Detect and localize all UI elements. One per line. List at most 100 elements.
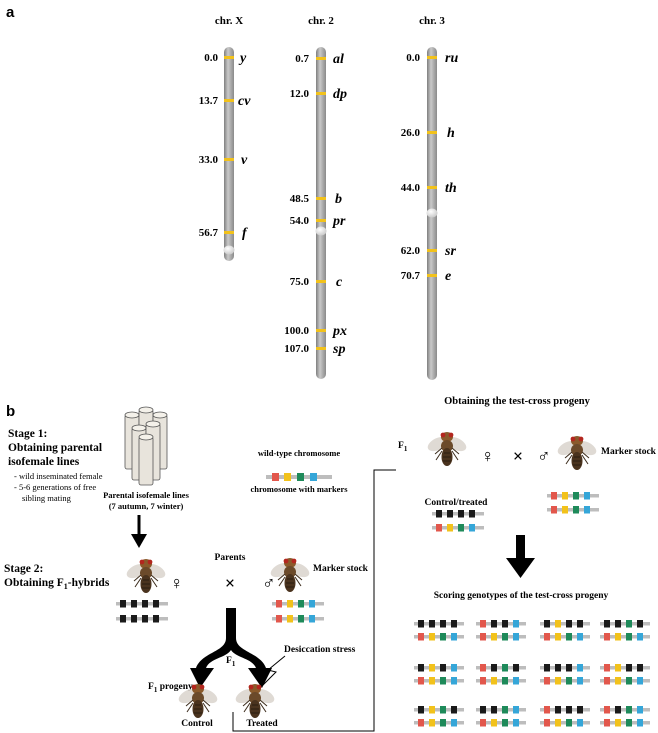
progeny-locus: [544, 677, 550, 685]
progeny-chromosome: [600, 666, 650, 670]
centromere: [315, 226, 327, 236]
arrow-head: [131, 534, 147, 548]
marker-position: 0.7: [295, 53, 309, 65]
gene-label: sr: [444, 244, 456, 259]
progeny-locus: [566, 664, 572, 672]
progeny-chromosome: [540, 721, 590, 725]
progeny-locus: [615, 677, 621, 685]
progeny-locus: [555, 664, 561, 672]
stage-2-title: Obtaining F1-hybrids: [4, 577, 110, 591]
centromere: [223, 245, 235, 255]
progeny-locus: [440, 620, 446, 628]
progeny-locus: [555, 633, 561, 641]
progeny-locus: [513, 719, 519, 727]
progeny-locus: [451, 620, 457, 628]
progeny-locus: [577, 664, 583, 672]
scoring-title: Scoring genotypes of the test-cross prog…: [434, 591, 609, 601]
progeny-locus: [480, 719, 486, 727]
gene-label: ru: [445, 51, 458, 66]
cross-symbol: ×: [225, 573, 235, 593]
marker-position: 0.0: [204, 52, 218, 64]
progeny-chromosome: [600, 721, 650, 725]
marker-band: [316, 280, 326, 283]
progeny-chromosome: [414, 635, 464, 639]
progeny-locus: [491, 677, 497, 685]
connector-line: [232, 469, 396, 732]
progeny-locus: [440, 633, 446, 641]
chromosome-bar: [224, 47, 234, 261]
progeny-chromosome: [476, 635, 526, 639]
progeny-locus: [604, 620, 610, 628]
marker-band: [224, 158, 234, 161]
progeny-locus: [513, 620, 519, 628]
progeny-locus: [615, 706, 621, 714]
female-fly-icon: [123, 558, 169, 594]
progeny-locus: [626, 620, 632, 628]
progeny-locus: [440, 677, 446, 685]
legend-wild-label: wild-type chromosome: [258, 448, 340, 458]
progeny-locus: [544, 633, 550, 641]
progeny-locus: [577, 677, 583, 685]
marker-band: [427, 56, 437, 59]
progeny-locus: [566, 633, 572, 641]
marker-band: [316, 57, 326, 60]
control-treated-label: Control/treated: [425, 498, 489, 508]
progeny-chromosome: [476, 622, 526, 626]
progeny-locus: [429, 677, 435, 685]
progeny-locus: [577, 706, 583, 714]
marker-band: [224, 56, 234, 59]
progeny-locus: [480, 664, 486, 672]
marker-position: 62.0: [401, 245, 421, 257]
progeny-locus: [637, 719, 643, 727]
marker-position: 56.7: [199, 227, 219, 239]
control-label: Control: [181, 719, 213, 729]
progeny-chromosome: [414, 721, 464, 725]
marker-position: 44.0: [401, 182, 421, 194]
female-symbol-right: ♀: [481, 446, 495, 466]
chr-title: chr. X: [215, 15, 243, 27]
marker-position: 26.0: [401, 127, 421, 139]
chromosome-2: chr. 2 0.7 12.0 48.5 54.0 75.0 100.0 107…: [284, 15, 347, 379]
marker-stock-right-label: Marker stock: [601, 447, 657, 457]
progeny-chromosome: [540, 635, 590, 639]
progeny-locus: [429, 633, 435, 641]
progeny-locus: [429, 664, 435, 672]
stage-1-bullet: - 5-6 generations of free: [14, 482, 96, 492]
marker-band: [316, 347, 326, 350]
progeny-locus: [615, 633, 621, 641]
progeny-locus: [604, 677, 610, 685]
panel-b-letter: b: [6, 403, 15, 420]
progeny-locus: [566, 677, 572, 685]
parental-lines-count: (7 autumn, 7 winter): [109, 501, 184, 511]
progeny-locus: [604, 633, 610, 641]
progeny-locus: [418, 719, 424, 727]
marker-band: [316, 197, 326, 200]
gene-label: h: [447, 126, 455, 141]
progeny-locus: [451, 677, 457, 685]
big-arrow-shaft: [516, 535, 525, 561]
f1-arrow-label: F1: [226, 656, 236, 668]
marker-position: 13.7: [199, 95, 219, 107]
lightning-icon: [261, 655, 286, 687]
progeny-locus: [418, 664, 424, 672]
progeny-chromosome: [600, 708, 650, 712]
gene-label: c: [336, 275, 343, 290]
progeny-locus: [555, 706, 561, 714]
progeny-locus: [555, 677, 561, 685]
progeny-locus: [637, 620, 643, 628]
progeny-locus: [615, 664, 621, 672]
treated-label: Treated: [246, 719, 278, 729]
gene-label: th: [445, 181, 457, 196]
progeny-locus: [566, 706, 572, 714]
stage-1-title-cont: isofemale lines: [8, 456, 80, 468]
panel-a-letter: a: [6, 4, 15, 21]
progeny-locus: [418, 706, 424, 714]
progeny-locus: [491, 664, 497, 672]
stage-1-title: Obtaining parental: [8, 442, 102, 454]
progeny-locus: [615, 620, 621, 628]
progeny-locus: [604, 664, 610, 672]
progeny-locus: [555, 620, 561, 628]
progeny-locus: [555, 719, 561, 727]
progeny-locus: [440, 664, 446, 672]
parents-label: Parents: [215, 553, 246, 563]
